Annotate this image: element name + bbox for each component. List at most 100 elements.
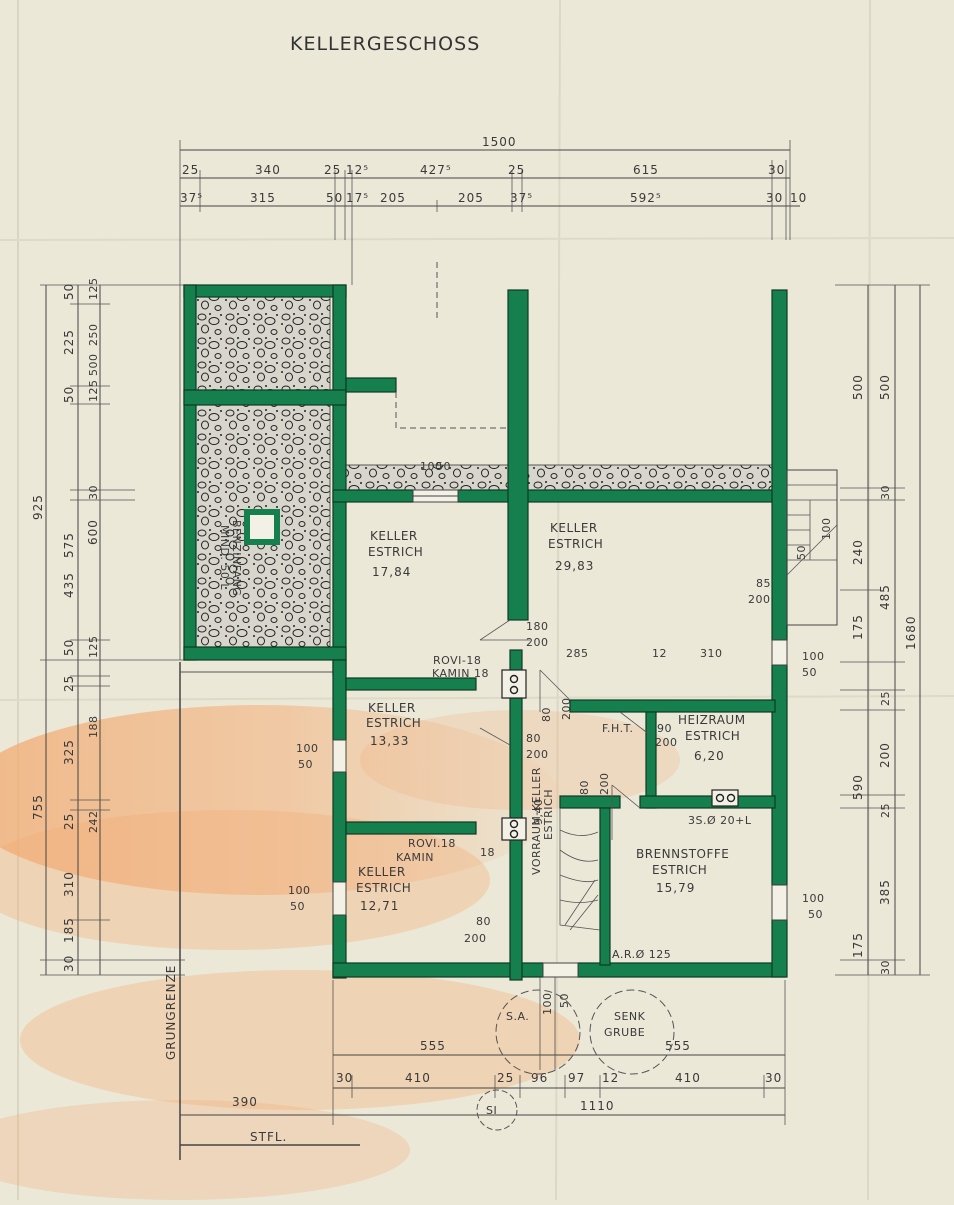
- rovi-bot-1: ROVI.18: [408, 837, 456, 850]
- septic-tanks: S.A. SENK GRUBE SI 100 50: [476, 977, 675, 1131]
- exterior-stairs: 50 100: [786, 469, 838, 626]
- dim-left-inner-6: 600: [86, 519, 100, 545]
- interior-stair: [559, 808, 601, 931]
- dim-misc-19: 200: [655, 736, 678, 749]
- dim-right-5: 485: [878, 584, 892, 610]
- room-1-name-1: KELLER: [370, 529, 418, 543]
- dim-misc-14: 80: [526, 732, 541, 745]
- dim-right-8: 25: [879, 691, 892, 706]
- gravel-fill: [194, 296, 773, 648]
- dim-top-r3-4: 17⁵: [346, 191, 369, 205]
- property-boundary-label: GRUNGRENZE: [164, 965, 178, 1060]
- dim-misc-12: 80: [540, 707, 553, 722]
- dim-right-11: 25: [879, 803, 892, 818]
- dim-left-mid-1: 50: [62, 283, 76, 300]
- dim-left-inner-9: 242: [87, 811, 100, 834]
- rovi-top-2: KAMIN 18: [432, 667, 489, 680]
- dim-top-r3-7: 37⁵: [510, 191, 533, 205]
- chimney-label: 3S.Ø 20+L: [688, 814, 752, 827]
- stfl-label: STFL.: [250, 1130, 287, 1144]
- dim-top-r2-7: 615: [633, 163, 659, 177]
- dim-misc-15: 200: [526, 748, 549, 761]
- dim-bottom-1: 555: [420, 1039, 446, 1053]
- dim-top-r2-2: 340: [255, 163, 281, 177]
- dim-left-outer-1: 925: [31, 494, 45, 520]
- dim-left-inner-7: 125: [87, 636, 100, 659]
- door-swings: [479, 619, 651, 840]
- dim-left-inner-4: 500: [87, 354, 100, 377]
- dim-misc-26: 100: [802, 892, 825, 905]
- dim-top-r3-10: 10: [790, 191, 807, 205]
- dim-left-mid-7: 25: [62, 675, 76, 692]
- dim-left-outer-2: 755: [31, 794, 45, 820]
- room-7-area: 9,40: [532, 799, 545, 826]
- room-4-name-2: ESTRICH: [356, 881, 411, 895]
- dim-bottom-9: 410: [675, 1071, 701, 1085]
- dim-top-r2-6: 25: [508, 163, 525, 177]
- room-3-area: 13,33: [370, 734, 409, 748]
- benzinfang-label: BENZINFANG: [230, 520, 243, 596]
- dim-misc-29: 50: [558, 993, 571, 1008]
- room-1-name-2: ESTRICH: [368, 545, 423, 559]
- dim-misc-22: 100: [288, 884, 311, 897]
- dim-left-mid-5: 435: [62, 572, 76, 598]
- dim-top-r2-3: 25: [324, 163, 341, 177]
- dim-right-10: 590: [851, 774, 865, 800]
- dim-left-mid-9: 25: [62, 813, 76, 830]
- walls: [183, 284, 788, 981]
- dim-right-1: 500: [851, 374, 865, 400]
- dim-misc-10: 85: [756, 577, 771, 590]
- dim-left-mid-3: 50: [62, 386, 76, 403]
- dim-misc-6: 12: [652, 647, 667, 660]
- dim-top-r3-9: 30: [766, 191, 783, 205]
- dim-bottom-11: 390: [232, 1095, 258, 1109]
- dim-misc-8: 100: [802, 650, 825, 663]
- room-1-area: 17,84: [372, 565, 411, 579]
- orange-stain: [0, 705, 680, 1200]
- dim-top-r2-4: 12⁵: [346, 163, 369, 177]
- dim-misc-23: 50: [290, 900, 305, 913]
- dim-left-mid-11: 185: [62, 917, 76, 943]
- dim-misc-20: 100: [296, 742, 319, 755]
- dim-bottom-8: 12: [602, 1071, 619, 1085]
- dim-bottom-2: 555: [665, 1039, 691, 1053]
- annotation-labels: BENZINFANG MIND. 50 L ROVI-18 KAMIN 18 R…: [218, 460, 825, 961]
- dim-misc-21: 50: [298, 758, 313, 771]
- dim-misc-27: 50: [808, 908, 823, 921]
- benzinfang-capacity: MIND. 50 L: [218, 525, 231, 590]
- dim-top-r3-8: 592⁵: [630, 191, 662, 205]
- stair-label-2: 100: [820, 518, 833, 541]
- dim-misc-3: 180: [526, 620, 549, 633]
- room-3-name-2: ESTRICH: [366, 716, 421, 730]
- dim-bottom-5: 25: [497, 1071, 514, 1085]
- dim-misc-25: 200: [464, 932, 487, 945]
- dim-misc-2: 50: [436, 460, 451, 473]
- dim-top-r3-5: 205: [380, 191, 406, 205]
- dim-left-mid-2: 225: [62, 329, 76, 355]
- stair-label-1: 50: [795, 545, 808, 560]
- rovi-bot-3: 18: [480, 846, 495, 859]
- dim-misc-13: 200: [560, 698, 573, 721]
- dim-bottom-7: 97: [568, 1071, 585, 1085]
- dim-left-mid-10: 310: [62, 871, 76, 897]
- room-2-name-2: ESTRICH: [548, 537, 603, 551]
- dim-left-mid-12: 30: [62, 955, 76, 972]
- senk-label-1: SENK: [614, 1010, 646, 1023]
- dim-misc-11: 200: [748, 593, 771, 606]
- room-7-name-1: VORRAUM-KELLER: [530, 767, 543, 875]
- dim-bottom-10: 30: [765, 1071, 782, 1085]
- room-labels: KELLER ESTRICH 17,84 KELLER ESTRICH 29,8…: [356, 521, 745, 913]
- dim-misc-5: 285: [566, 647, 589, 660]
- dim-misc-18: 90: [657, 722, 672, 735]
- right-dimension-chains: 500 500 30 240 485 175 1680 25 200 590 2…: [835, 284, 930, 976]
- dim-misc-9: 50: [802, 666, 817, 679]
- dim-misc-16: 80: [578, 780, 591, 795]
- dashed-outline: [395, 262, 508, 429]
- dim-left-inner-8: 188: [87, 716, 100, 739]
- room-6-area: 15,79: [656, 881, 695, 895]
- dim-left-mid-4: 575: [62, 532, 76, 558]
- dim-left-mid-8: 325: [62, 739, 76, 765]
- dim-left-inner-2: 250: [87, 324, 100, 347]
- property-boundary: GRUNGRENZE STFL.: [164, 662, 360, 1160]
